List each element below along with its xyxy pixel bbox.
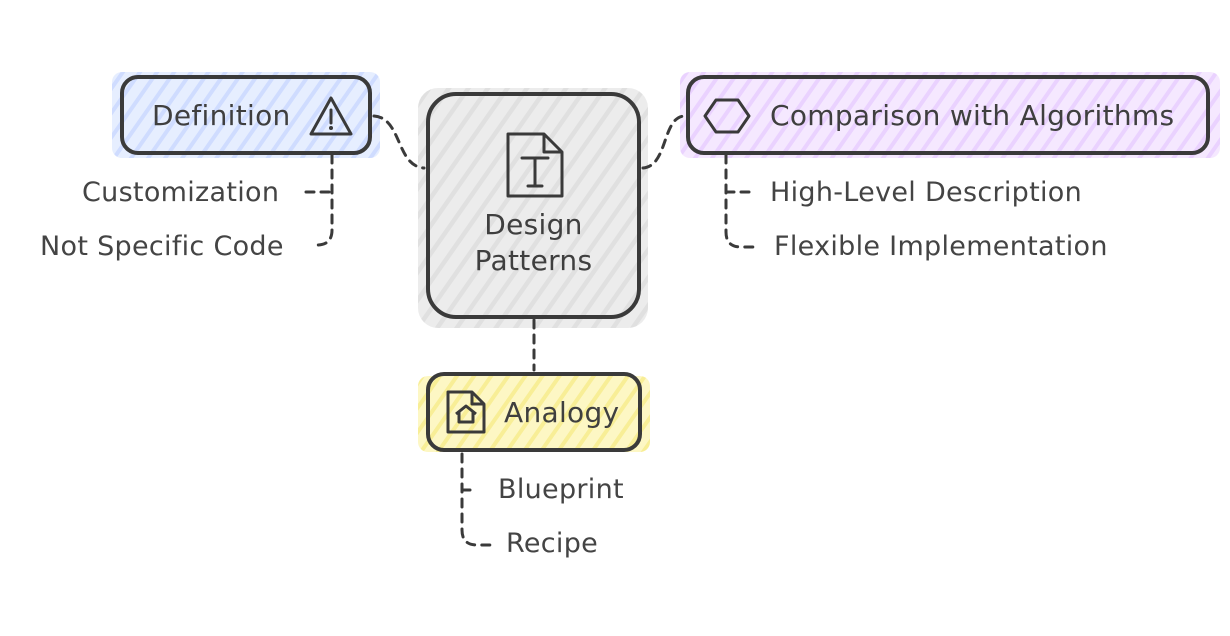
connector-analogy-children [460,452,492,547]
comparison-fill [680,72,1220,158]
text-document-icon [506,132,564,198]
comparison-node[interactable]: Comparison with Algorithms [686,75,1210,155]
analogy-label: Analogy [504,395,620,429]
center-node[interactable]: Design Patterns [426,92,641,319]
leaf-blueprint: Blueprint [498,474,624,505]
center-label: Design Patterns [464,207,604,279]
connector-definition-children [315,153,334,247]
leaf-customization: Customization [82,177,280,208]
warning-triangle-icon [309,96,353,136]
center-label-line1: Design [484,208,583,241]
leaf-flexible-implementation: Flexible Implementation [774,231,1108,262]
center-label-line2: Patterns [474,244,593,277]
analogy-node[interactable]: Analogy [426,372,642,452]
definition-fill [112,72,380,158]
definition-node[interactable]: Definition [120,75,372,155]
connector-definition-center [372,114,426,170]
center-fill [418,88,648,328]
leaf-recipe: Recipe [506,528,599,559]
leaf-not-specific-code: Not Specific Code [40,231,284,262]
leaf-high-level-description: High-Level Description [770,177,1083,208]
connector-center-comparison [641,114,686,170]
house-document-icon [446,390,486,434]
connector-comparison-children [724,153,760,249]
definition-label: Definition [152,98,291,132]
comparison-label: Comparison with Algorithms [770,98,1175,132]
hexagon-icon [703,98,751,134]
